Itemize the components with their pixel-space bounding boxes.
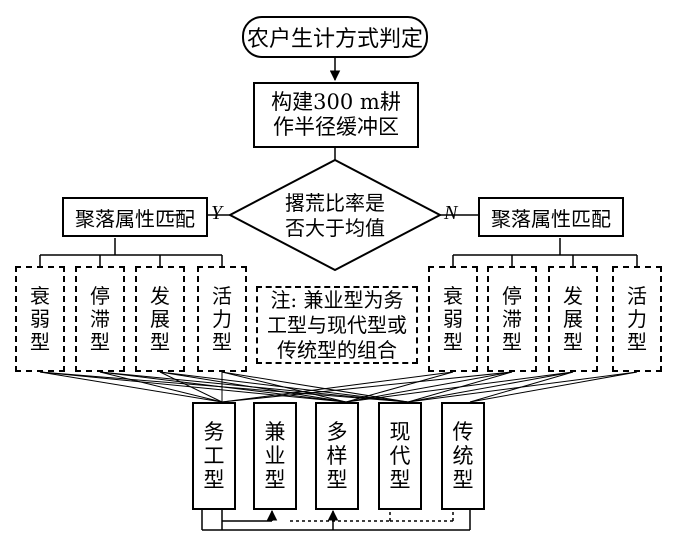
livelihood-modern: 现代型 <box>389 419 411 493</box>
settlement-type-developing: 发展型 <box>563 283 583 354</box>
settlement-type-decline: 衰弱型 <box>30 283 50 354</box>
note-text: 注: 兼业型为务工型与现代型或传统型的组合 <box>267 287 407 362</box>
settlement-type-developing: 发展型 <box>150 283 170 354</box>
livelihood-part-time-box: 兼业型 <box>253 402 297 510</box>
left-settlement-developing-box: 发展型 <box>135 266 185 372</box>
left-settlement-decline-box: 衰弱型 <box>15 266 65 372</box>
left-match-box: 聚落属性匹配 <box>62 197 208 237</box>
livelihood-diversified: 多样型 <box>326 419 348 493</box>
decision-text-box: 撂荒比率是否大于均值 <box>280 188 390 244</box>
livelihood-traditional-box: 传统型 <box>441 402 485 510</box>
buffer-step-box: 构建300 m耕作半径缓冲区 <box>253 82 419 148</box>
combination-connectors <box>201 509 471 531</box>
livelihood-migrant-work: 务工型 <box>203 419 225 493</box>
flowchart-title: 农户生计方式判定 <box>242 16 428 58</box>
settlement-type-vibrant: 活力型 <box>627 283 647 354</box>
left-match-text: 聚落属性匹配 <box>75 206 195 231</box>
settlement-type-vibrant: 活力型 <box>212 283 232 354</box>
right-settlement-developing-box: 发展型 <box>548 266 598 372</box>
settlement-type-stagnant: 停滞型 <box>90 283 110 354</box>
left-settlement-vibrant-box: 活力型 <box>197 266 247 372</box>
decision-diamond <box>227 158 443 272</box>
right-settlement-stagnant-box: 停滞型 <box>487 266 537 372</box>
livelihood-part-time: 兼业型 <box>264 419 286 493</box>
branch-no-label: N <box>444 202 458 224</box>
livelihood-diversified-box: 多样型 <box>315 402 359 510</box>
livelihood-traditional: 传统型 <box>452 419 474 493</box>
livelihood-migrant-work-box: 务工型 <box>192 402 236 510</box>
settlement-type-stagnant: 停滞型 <box>502 283 522 354</box>
fan-in-lines <box>39 371 638 403</box>
right-settlement-vibrant-box: 活力型 <box>612 266 662 372</box>
right-match-text: 聚落属性匹配 <box>491 206 611 231</box>
note-box: 注: 兼业型为务工型与现代型或传统型的组合 <box>256 286 418 364</box>
right-settlement-decline-box: 衰弱型 <box>428 266 478 372</box>
branch-yes-label: Y <box>211 202 223 224</box>
left-settlement-stagnant-box: 停滞型 <box>75 266 125 372</box>
decision-text: 撂荒比率是否大于均值 <box>285 191 385 240</box>
flowchart-title-text: 农户生计方式判定 <box>246 27 423 52</box>
settlement-type-decline: 衰弱型 <box>443 283 463 354</box>
buffer-step-text: 构建300 m耕作半径缓冲区 <box>271 89 401 139</box>
right-match-box: 聚落属性匹配 <box>478 197 624 237</box>
livelihood-modern-box: 现代型 <box>378 402 422 510</box>
